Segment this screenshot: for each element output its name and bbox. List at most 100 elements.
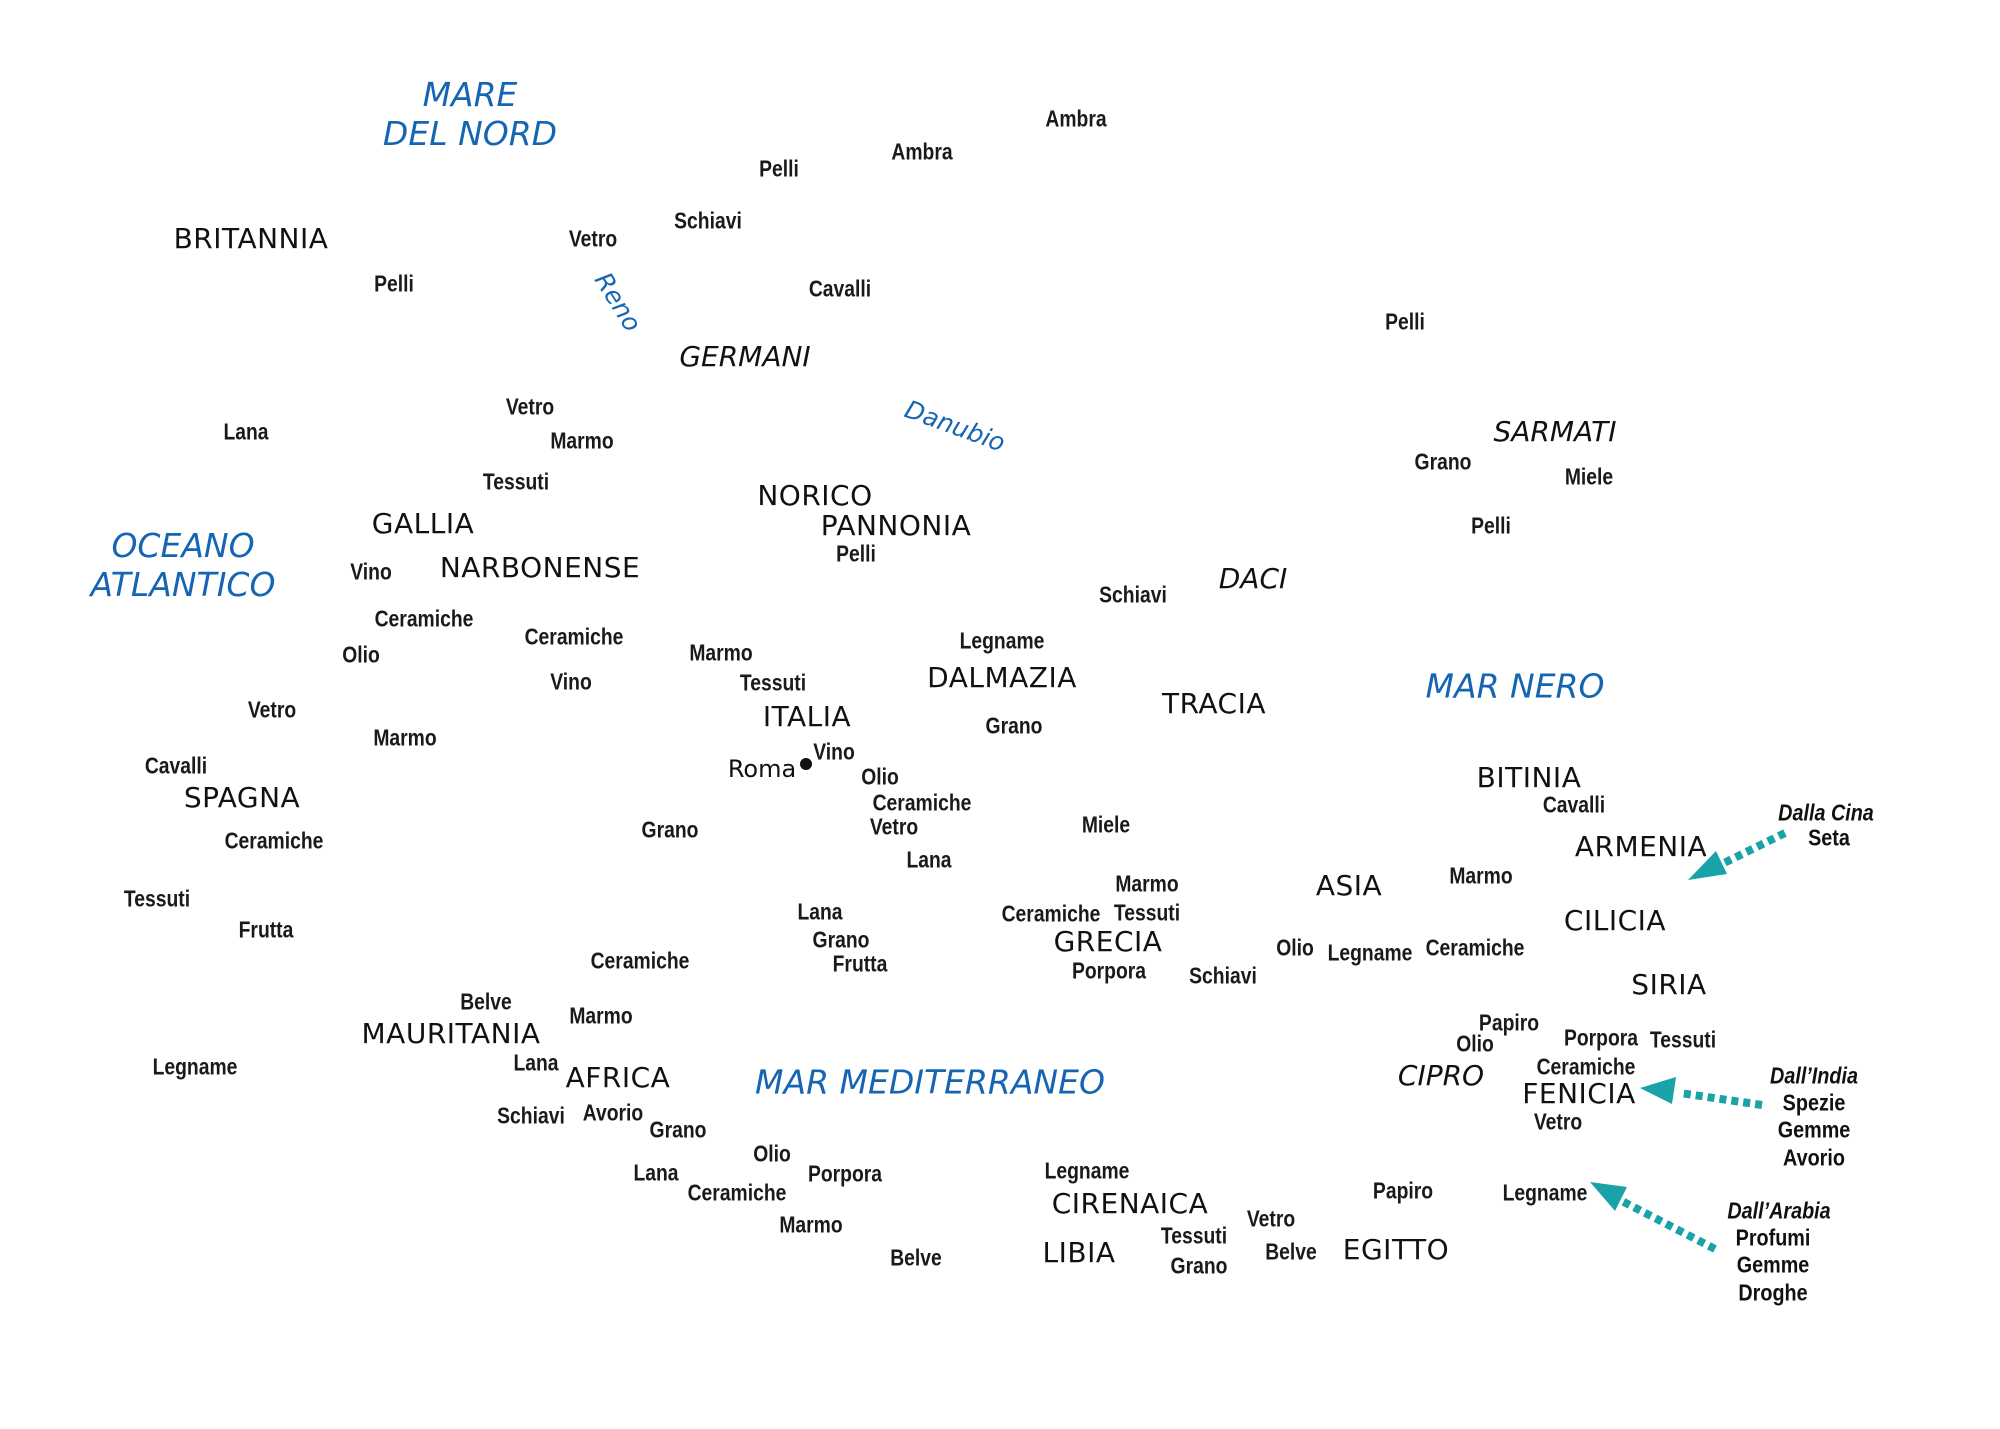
good-label: Tessuti bbox=[1160, 1222, 1228, 1249]
region-label: ITALIA bbox=[762, 700, 852, 733]
good-label: Ceramiche bbox=[1001, 900, 1101, 927]
good-label: Vino bbox=[813, 738, 855, 765]
region-label: FENICIA bbox=[1522, 1077, 1636, 1110]
good-label: Belve bbox=[460, 988, 512, 1015]
people-label: CIPRO bbox=[1397, 1059, 1485, 1092]
people-label: DACI bbox=[1218, 562, 1288, 595]
import-item-arabia: Gemme bbox=[1736, 1251, 1810, 1278]
region-label: GRECIA bbox=[1053, 925, 1163, 958]
good-label: Miele bbox=[1081, 811, 1131, 838]
import-origin-india: Dall’India bbox=[1770, 1062, 1858, 1089]
good-label: Papiro bbox=[1372, 1177, 1434, 1204]
good-label: Lana bbox=[797, 898, 843, 925]
good-label: Grano bbox=[812, 926, 870, 953]
good-label: Vino bbox=[550, 668, 592, 695]
region-label: PANNONIA bbox=[820, 509, 972, 542]
good-label: Vetro bbox=[1246, 1205, 1296, 1232]
good-label: Ceramiche bbox=[524, 623, 624, 650]
region-label: EGITTO bbox=[1342, 1233, 1450, 1266]
region-label: ASIA bbox=[1315, 869, 1383, 902]
good-label: Vino bbox=[350, 558, 392, 585]
import-origin-cina: Dalla Cina bbox=[1778, 799, 1874, 826]
good-label: Pelli bbox=[759, 155, 799, 182]
region-label: GALLIA bbox=[371, 507, 475, 540]
good-label: Papiro bbox=[1478, 1009, 1540, 1036]
region-label: SPAGNA bbox=[183, 781, 301, 814]
region-label: DALMAZIA bbox=[927, 661, 1077, 694]
good-label: Ceramiche bbox=[687, 1179, 787, 1206]
good-label: Porpora bbox=[1071, 957, 1147, 984]
good-label: Tessuti bbox=[482, 468, 550, 495]
good-label: Schiavi bbox=[1099, 581, 1167, 608]
good-label: Schiavi bbox=[497, 1102, 565, 1129]
city-dot-roma bbox=[800, 758, 812, 770]
good-label: Frutta bbox=[832, 950, 888, 977]
good-label: Ceramiche bbox=[872, 789, 972, 816]
good-label: Avorio bbox=[582, 1099, 644, 1126]
good-label: Miele bbox=[1564, 463, 1614, 490]
good-label: Cavalli bbox=[144, 752, 208, 779]
good-label: Tessuti bbox=[123, 885, 191, 912]
good-label: Lana bbox=[223, 418, 269, 445]
region-label: LIBIA bbox=[1042, 1236, 1116, 1269]
good-label: Marmo bbox=[689, 639, 753, 666]
good-label: Tessuti bbox=[1113, 899, 1181, 926]
region-label: BITINIA bbox=[1476, 761, 1582, 794]
region-label: MAURITANIA bbox=[361, 1017, 541, 1050]
region-label: AFRICA bbox=[565, 1061, 671, 1094]
good-label: Cavalli bbox=[1542, 791, 1606, 818]
good-label: Lana bbox=[633, 1159, 679, 1186]
good-label: Belve bbox=[1265, 1238, 1317, 1265]
good-label: Tessuti bbox=[739, 669, 807, 696]
good-label: Lana bbox=[513, 1049, 559, 1076]
good-label: Ambra bbox=[1045, 105, 1107, 132]
region-label: BRITANNIA bbox=[173, 222, 329, 255]
good-label: Lana bbox=[906, 846, 952, 873]
good-label: Belve bbox=[890, 1244, 942, 1271]
good-label: Marmo bbox=[779, 1211, 843, 1238]
good-label: Vetro bbox=[505, 393, 555, 420]
region-label: CILICIA bbox=[1563, 904, 1667, 937]
good-label: Legname bbox=[1327, 939, 1413, 966]
import-item-india: Spezie bbox=[1782, 1089, 1846, 1116]
good-label: Porpora bbox=[807, 1160, 883, 1187]
good-label: Schiavi bbox=[674, 207, 742, 234]
good-label: Grano bbox=[641, 816, 699, 843]
import-arrow-india bbox=[1640, 1077, 1763, 1109]
good-label: Legname bbox=[1502, 1179, 1588, 1206]
import-item-arabia: Droghe bbox=[1738, 1279, 1808, 1306]
good-label: Ceramiche bbox=[224, 827, 324, 854]
good-label: Pelli bbox=[1471, 512, 1511, 539]
good-label: Grano bbox=[649, 1116, 707, 1143]
good-label: Legname bbox=[152, 1053, 238, 1080]
good-label: Marmo bbox=[1449, 862, 1513, 889]
sea-label: MAR NERO bbox=[1425, 666, 1605, 706]
good-label: Ceramiche bbox=[1536, 1053, 1636, 1080]
good-label: Ceramiche bbox=[1425, 934, 1525, 961]
good-label: Grano bbox=[1414, 448, 1472, 475]
people-label: GERMANI bbox=[679, 340, 811, 373]
import-arrow-arabia bbox=[1590, 1182, 1717, 1253]
good-label: Cavalli bbox=[808, 275, 872, 302]
good-label: Vetro bbox=[869, 813, 919, 840]
good-label: Olio bbox=[342, 641, 380, 668]
region-label: NARBONENSE bbox=[439, 551, 641, 584]
good-label: Grano bbox=[985, 712, 1043, 739]
good-label: Porpora bbox=[1563, 1024, 1639, 1051]
region-label: CIRENAICA bbox=[1051, 1187, 1209, 1220]
good-label: Legname bbox=[959, 627, 1045, 654]
import-item-cina: Seta bbox=[1808, 824, 1850, 851]
import-item-arabia: Profumi bbox=[1735, 1224, 1811, 1251]
good-label: Vetro bbox=[568, 225, 618, 252]
good-label: Marmo bbox=[1115, 870, 1179, 897]
good-label: Grano bbox=[1170, 1252, 1228, 1279]
good-label: Schiavi bbox=[1189, 962, 1257, 989]
good-label: Pelli bbox=[1385, 308, 1425, 335]
good-label: Olio bbox=[1276, 934, 1314, 961]
good-label: Olio bbox=[861, 763, 899, 790]
good-label: Tessuti bbox=[1649, 1026, 1717, 1053]
good-label: Pelli bbox=[374, 270, 414, 297]
